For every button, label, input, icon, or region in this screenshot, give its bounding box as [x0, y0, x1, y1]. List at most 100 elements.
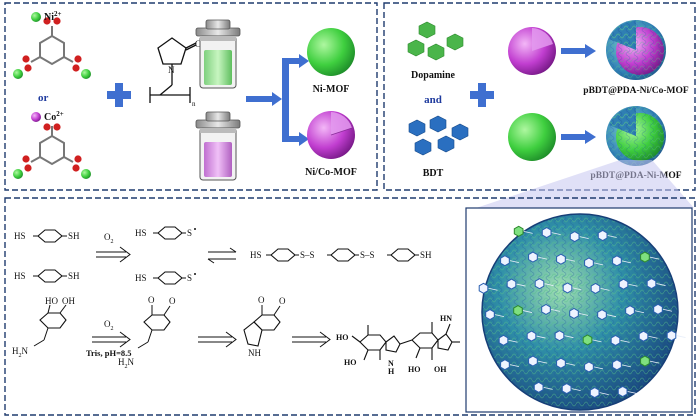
dopamine-unit-marker: [640, 251, 650, 263]
bdt-monomer: HS SH: [14, 269, 80, 283]
ligand-chain-link: [494, 314, 505, 317]
pda-hn: HN: [440, 314, 452, 323]
bdt-unit-marker: [562, 282, 573, 294]
pda-ho: HO: [344, 358, 356, 367]
svg-text:SH: SH: [68, 231, 80, 241]
bdt-unit-marker: [506, 278, 517, 290]
and-label: and: [424, 94, 442, 106]
ligand-chain-link: [578, 312, 589, 316]
tris-condition: Tris, pH=8.5: [86, 348, 132, 358]
ni-ion-sphere: [31, 12, 41, 22]
ligand-chain-link: [522, 310, 533, 313]
ligand-chain-link: [656, 283, 666, 286]
dopamine-unit-marker: [640, 355, 650, 367]
bdt-unit-marker: [597, 229, 608, 242]
bdt-unit-marker: [528, 355, 538, 367]
product-nico-label: pBDT@PDA-Ni/Co-MOF: [583, 86, 689, 96]
svg-text:O: O: [169, 296, 176, 306]
ligand-chain-link: [593, 262, 604, 266]
svg-text:S–S: S–S: [300, 250, 315, 260]
nico-mof-sphere-b: [508, 27, 556, 75]
panel-c: HS SH HS SH O2 HS S: [4, 197, 696, 416]
ligand-chain-link: [537, 360, 548, 364]
ni-mof-sphere: [307, 28, 355, 76]
thiyl-radical: HS S: [135, 271, 196, 285]
ligand-chain-link: [523, 230, 533, 234]
ligand-chain-link: [544, 283, 554, 287]
ligand-chain-link: [648, 335, 658, 339]
dopamine-arrow: [92, 331, 131, 348]
ligand-chain-link: [649, 360, 660, 364]
ni-ion-sphere: [81, 169, 91, 179]
ligand-chain-link: [508, 339, 518, 343]
svg-text:HS: HS: [135, 228, 147, 238]
bdt-unit-marker: [533, 381, 544, 393]
bdt-hexagons: [408, 115, 469, 156]
bdt-unit-marker: [584, 257, 594, 269]
svg-text:H2N: H2N: [118, 357, 135, 370]
svg-text:HS: HS: [250, 250, 262, 260]
ligand-chain-link: [627, 391, 637, 394]
bdt-unit-marker: [612, 255, 622, 267]
svg-text:O: O: [279, 296, 286, 306]
panel-c-border: [4, 197, 696, 416]
bdt-unit-marker: [612, 359, 622, 371]
bdt-unit-marker: [590, 282, 601, 294]
bdt-unit-marker: [485, 309, 495, 321]
svg-text:OH: OH: [62, 296, 75, 306]
ligand-chain-link: [509, 364, 520, 368]
panel-b-arrows: [561, 44, 596, 144]
o2-reagent: O2: [104, 232, 114, 245]
bdt-unit-marker: [584, 361, 594, 373]
svg-text:HS: HS: [14, 231, 26, 241]
ligand-chain-link: [592, 339, 602, 343]
double-arrow: [96, 246, 131, 263]
svg-text:S–S: S–S: [360, 250, 375, 260]
svg-text:HS: HS: [14, 271, 26, 281]
ligand-chain-link: [599, 392, 609, 396]
pda-oh: OH: [434, 365, 447, 374]
dopamine-unit-marker: [513, 305, 523, 317]
ligand-chain-link: [600, 287, 610, 291]
dopamine-structure: HO OH H2N: [12, 296, 75, 359]
panel-a-border: [4, 2, 378, 191]
bdt-unit-marker: [618, 278, 629, 290]
ligand-chain-link: [662, 308, 673, 312]
panel-b: Dopamine and BDT: [383, 2, 696, 191]
ligand-chain-link: [621, 364, 632, 368]
inset-zoom-panel: [465, 207, 693, 413]
pvp-oxygen: O: [195, 39, 202, 49]
ligand-chain-link: [565, 362, 576, 366]
panel-a: Ni2+ or Co2+: [4, 2, 378, 191]
ni-mof-label: Ni-MOF: [313, 84, 350, 95]
dopamine-hexagons: [407, 21, 464, 61]
surface-ligands: [478, 225, 686, 399]
bdt-unit-marker: [554, 330, 565, 342]
pda-n: N: [388, 359, 394, 368]
dopamine-unit-marker: [513, 225, 524, 237]
ligand-chain-link: [564, 335, 574, 339]
bdt-monomer: HS SH: [14, 229, 80, 243]
ni-ion-sphere: [13, 169, 23, 179]
svg-text:SH: SH: [420, 250, 432, 260]
ligand-chain-link: [516, 283, 526, 287]
ligand-chain-link: [628, 283, 638, 287]
ligand-chain-link: [572, 287, 582, 291]
ligand-chain-link: [579, 236, 589, 240]
co-ion-sphere: [31, 112, 41, 122]
svg-text:SH: SH: [68, 271, 80, 281]
bdt-unit-marker: [597, 309, 607, 321]
bdt-unit-marker: [569, 231, 580, 243]
bdt-unit-marker: [589, 387, 600, 399]
indoline-quinone: O O NH: [243, 295, 286, 358]
ligand-chain-link: [536, 335, 546, 339]
bdt-unit-marker: [556, 253, 566, 265]
equilibrium-arrow: [207, 247, 237, 264]
reaction-arrow: [292, 331, 331, 348]
bdt-unit-marker: [569, 307, 579, 319]
ligand-chain-link: [543, 386, 553, 390]
ni-ion-sphere: [13, 69, 23, 79]
dopamine-o2: O2: [104, 319, 114, 332]
bdt-unit-marker: [610, 334, 621, 346]
